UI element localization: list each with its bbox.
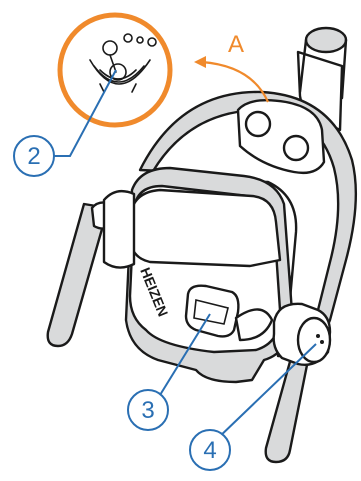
- side-knob: [274, 304, 330, 365]
- callout-2-label: 2: [27, 143, 40, 170]
- callout-3-label: 3: [141, 397, 154, 424]
- detail-label: A: [228, 31, 244, 58]
- callout-4-label: 4: [203, 437, 216, 464]
- front-cover: [104, 190, 280, 268]
